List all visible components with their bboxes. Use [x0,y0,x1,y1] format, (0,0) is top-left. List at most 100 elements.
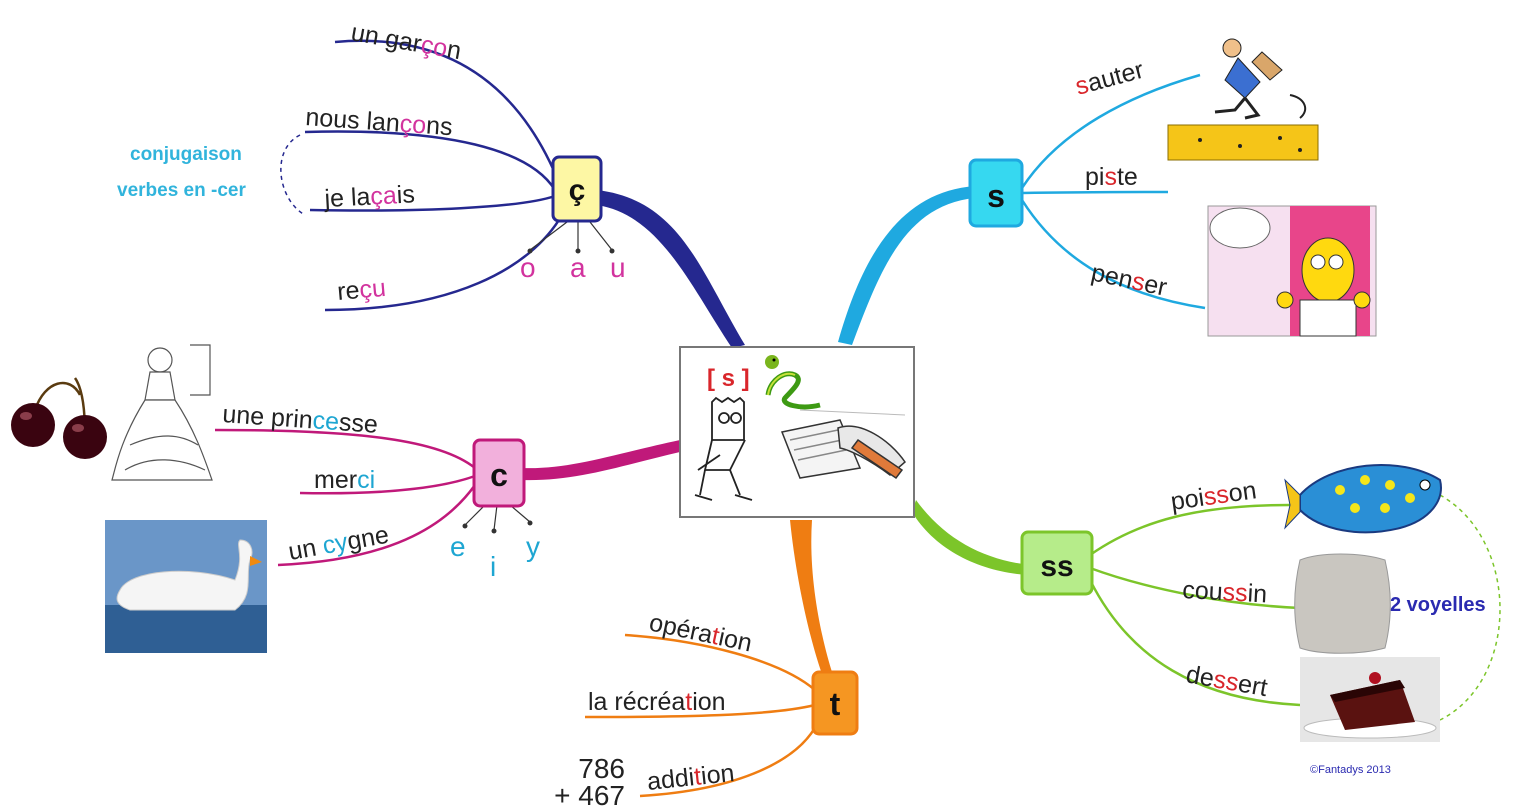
note-two-vowels: 2 voyelles [1390,594,1486,616]
center-node: [ s ] [679,346,915,518]
bart-icon [694,396,753,501]
node-s: s [968,158,1024,228]
branch-cedilla [280,39,613,312]
vowel-dot-e [462,523,468,529]
word-t-3: addition [646,759,736,796]
word-part: re [336,276,361,306]
word-part: addi [646,763,696,796]
highlight-letters: i [370,466,376,494]
vowel-dot-i [491,528,497,534]
word-part: sse [338,408,379,439]
branch-ss-line-3 [1088,579,1301,707]
branch-ss-line-2 [1089,566,1301,610]
word-part: on [1227,476,1258,508]
branch-s-line-2 [1021,190,1169,195]
branch-t [584,633,820,798]
node-cedilla-letter: ç [569,174,586,207]
cushion-icon [1294,553,1391,654]
vowel-stem-e [464,504,486,526]
highlight-letters: c [312,406,326,435]
vowel-c-e: e [450,531,466,562]
highlight-letters: t [693,762,703,791]
word-cedilla-4: reçu [336,274,387,306]
highlight-letters: s [1130,267,1148,297]
note-conjugation-line-2: verbes en -cer [117,180,246,201]
word-part: er [1142,270,1170,302]
node-s-letter: s [987,178,1005,214]
word-cedilla-1: un garçon [349,18,463,65]
highlight-letters: o [431,33,450,63]
highlight-letters: c [320,530,337,560]
vowel-cedilla-o: o [520,252,536,283]
jumper-icon [1167,38,1319,161]
branch-ss-trunk [912,500,1030,575]
node-c: c [472,438,526,508]
highlight-letters: o [411,111,427,140]
vowel-cedilla-u: u [610,252,626,283]
vowel-dot-y [527,520,533,526]
branch-c [214,428,531,567]
writing-pencil-icon [780,419,906,480]
node-t: t [811,670,859,736]
vowel-stem-y [509,504,531,523]
cherries-icon [11,377,107,459]
branch-t-line-2 [584,703,816,719]
branch-t-line-3 [639,721,820,798]
word-part: ion [700,759,736,790]
princess-icon [111,344,213,481]
vowel-c-y: y [526,531,540,562]
highlight-letters: ç [358,275,373,304]
word-part: opéra [647,608,715,649]
highlight-letters: ss [1222,578,1248,607]
word-ss-1: poisson [1169,476,1258,516]
word-ss-3: dessert [1184,660,1270,702]
copyright: ©Fantadys 2013 [1310,764,1391,776]
swan-icon [105,520,267,653]
branch-cedilla-line-4 [324,214,564,312]
word-part: auter [1084,56,1146,98]
snake-icon [765,355,821,410]
branch-s-line-1 [1020,73,1201,189]
word-part: une prin [222,400,314,434]
highlight-letters: s [1104,163,1117,191]
branch-c-line-2 [299,474,476,495]
vowel-stem-o [529,221,568,251]
vowel-dot-u [609,248,615,254]
highlight-letters: ç [370,182,384,211]
word-part: pen [1089,258,1136,294]
word-cedilla-2: nous lançons [305,103,454,141]
branch-c-line-3 [277,484,477,567]
sum-bottom: + 467 [554,780,625,809]
fish-icon [1284,464,1442,534]
word-part: de [1184,660,1216,692]
highlight-letters: u [371,274,387,303]
sum-top: 786 [578,753,625,784]
highlight-letters: ç [399,110,413,139]
word-cedilla-3: je laçais [323,180,416,213]
branch-s-line-3 [1020,199,1206,310]
conjugation-bracket [280,134,306,216]
branch-t-trunk [790,520,832,674]
branch-s [1020,73,1206,310]
vowel-dot-o [527,248,533,254]
node-c-letter: c [490,457,508,493]
word-part: la récréa [588,688,685,716]
word-part: poi [1169,484,1206,516]
highlight-letters: y [333,528,351,558]
word-part: ert [1236,670,1270,703]
vowel-arc [1439,494,1501,721]
word-part: gne [345,521,391,556]
highlight-letters: ss [1202,480,1231,511]
highlight-letters: t [685,688,692,716]
highlight-letters: c [357,466,370,494]
branch-ss-line-1 [1089,503,1291,557]
word-part: pi [1085,163,1104,191]
word-part: je la [323,183,371,213]
node-ss: ss [1020,530,1094,596]
word-part: ion [692,688,725,716]
homer-icon [1207,205,1377,337]
branch-cedilla-line-3 [309,194,556,212]
word-ss-2: coussin [1182,576,1268,608]
word-part: n [445,35,464,65]
